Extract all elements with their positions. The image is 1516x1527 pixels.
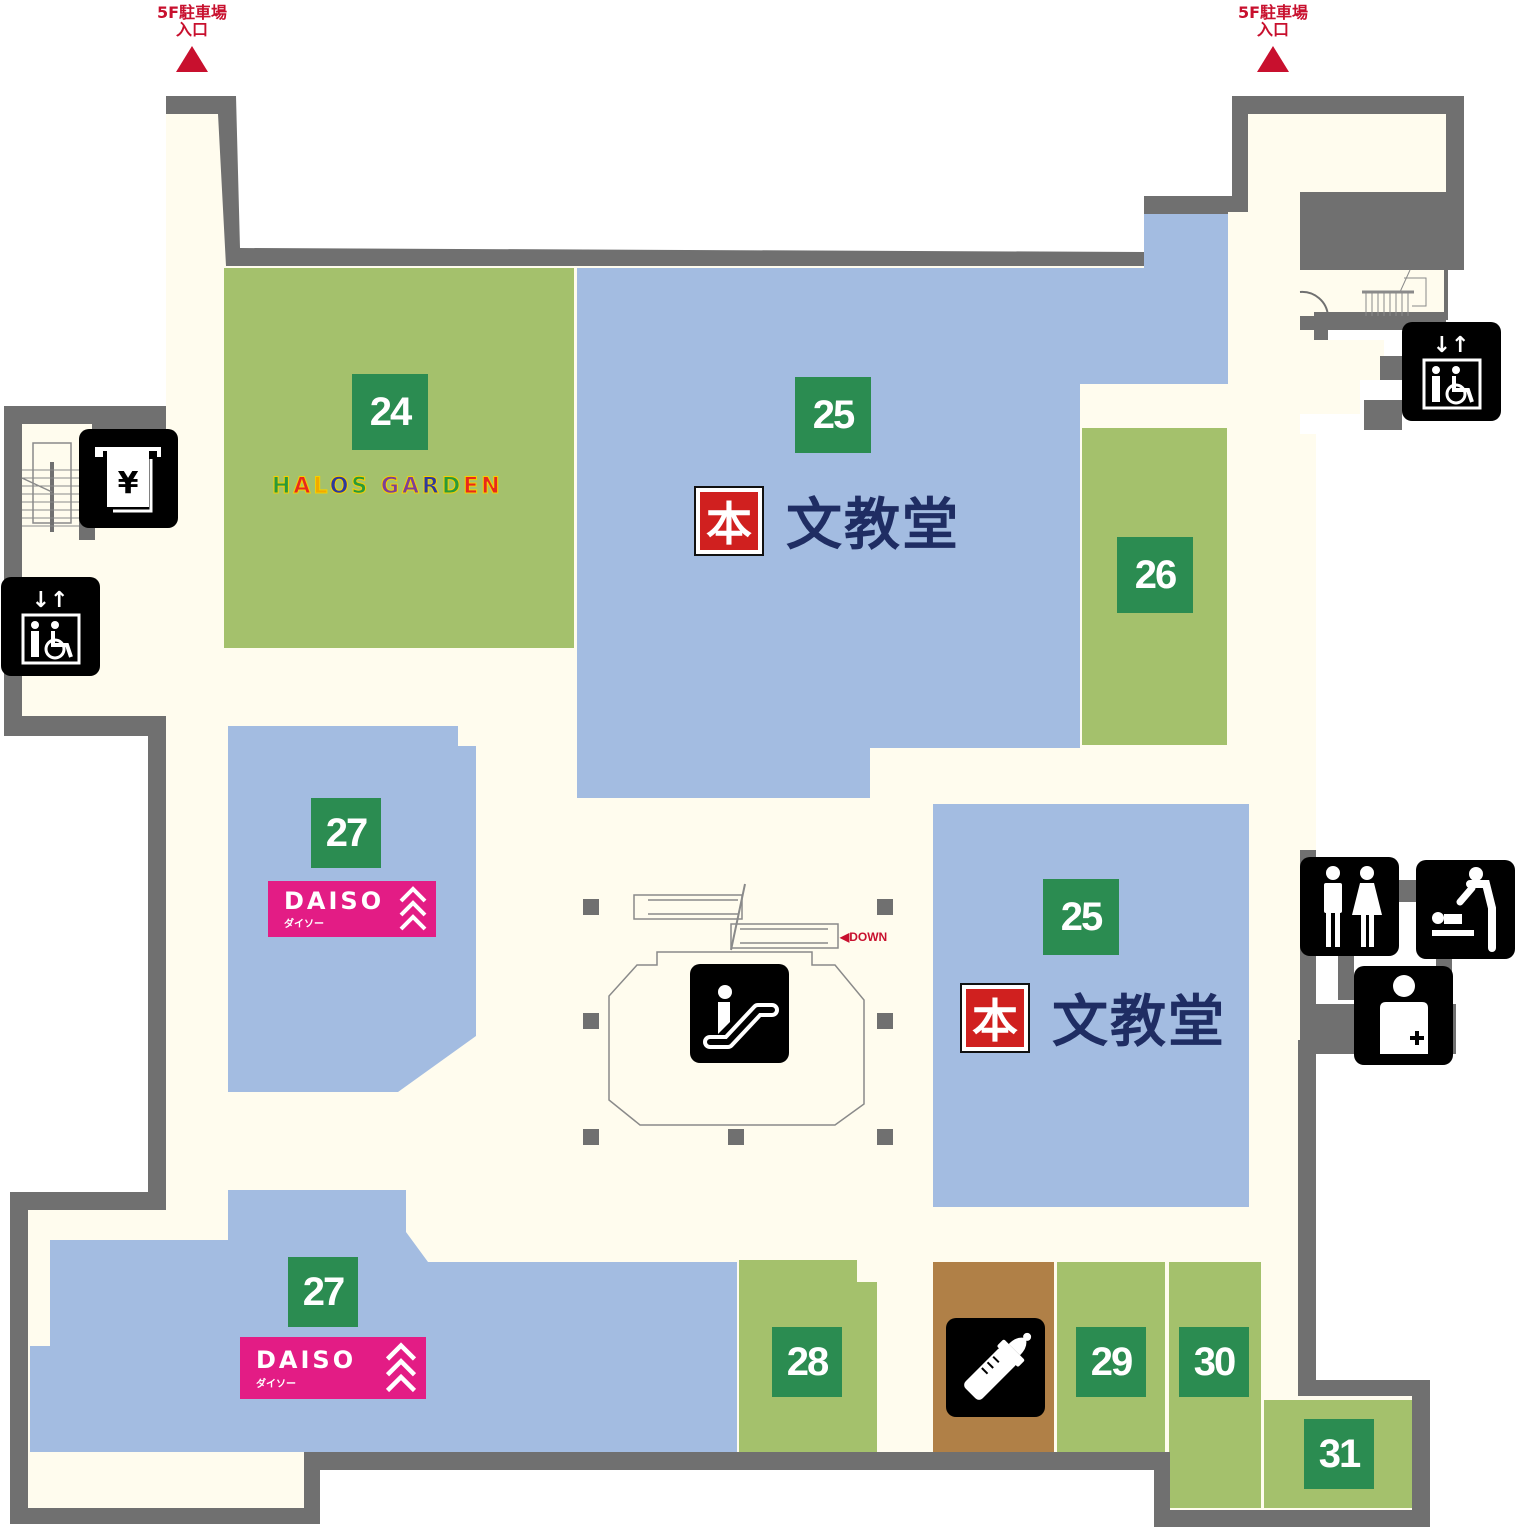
- baby-changing-icon[interactable]: [1416, 860, 1515, 959]
- store-number-29[interactable]: 29: [1076, 1327, 1146, 1397]
- halos-garden-logo[interactable]: HALOS GARDEN: [271, 474, 503, 500]
- bunkyodo-logo-lower[interactable]: 本 文教堂: [960, 977, 1226, 1058]
- stair-core: [1300, 192, 1446, 270]
- store-number-24[interactable]: 24: [352, 374, 428, 450]
- store-number-31[interactable]: 31: [1304, 1419, 1374, 1489]
- store-24-area: [224, 268, 574, 648]
- entrance-label: 入口: [175, 20, 208, 39]
- store-number-25[interactable]: 25: [795, 377, 871, 453]
- entrance-arrow-icon: [1257, 46, 1289, 72]
- elevator-icon-left[interactable]: ↓↑: [1, 577, 100, 676]
- entrance-label: 5F駐車場: [156, 3, 228, 22]
- parking-entrance-right[interactable]: 5F駐車場 入口: [1213, 4, 1333, 72]
- store-number-27-lower[interactable]: 27: [288, 1257, 358, 1327]
- nursing-bottle-icon[interactable]: [946, 1318, 1045, 1417]
- hon-book-icon: 本: [694, 485, 764, 556]
- daiso-kana: ダイソー: [284, 919, 324, 930]
- store-number-26[interactable]: 26: [1117, 537, 1193, 613]
- escalator-void: [608, 883, 865, 1126]
- store-number-28[interactable]: 28: [772, 1327, 842, 1397]
- escalator-direction-label: ◀DOWN: [840, 930, 888, 944]
- svg-text:↓↑: ↓↑: [1433, 333, 1470, 358]
- daiso-chevron-icon: [385, 1342, 417, 1393]
- daiso-chevron-icon: [399, 886, 427, 931]
- store-name: 文教堂: [786, 492, 960, 558]
- first-aid-icon[interactable]: [1354, 966, 1453, 1065]
- atm-yen-icon[interactable]: ¥: [79, 429, 178, 528]
- store-25-area: [577, 214, 1228, 798]
- daiso-kana: ダイソー: [256, 1379, 296, 1390]
- entrance-label: 入口: [1256, 20, 1289, 39]
- left-stair: [21, 442, 80, 532]
- daiso-name: DAISO: [284, 887, 385, 915]
- store-number-30[interactable]: 30: [1179, 1327, 1249, 1397]
- store-name: 文教堂: [1052, 989, 1226, 1055]
- entrance-label: 5F駐車場: [1237, 3, 1309, 22]
- entrance-arrow-icon: [176, 46, 208, 72]
- store-27-lower-area: [30, 1190, 737, 1452]
- daiso-logo[interactable]: DAISO ダイソー: [268, 881, 436, 937]
- escalator-icon[interactable]: [690, 964, 789, 1063]
- hon-book-icon: 本: [960, 982, 1030, 1053]
- right-stair: [1299, 269, 1427, 317]
- daiso-logo-lower[interactable]: DAISO ダイソー: [240, 1337, 426, 1399]
- parking-entrance-left[interactable]: 5F駐車場 入口: [132, 4, 252, 72]
- elevator-icon-right[interactable]: ↓↑: [1402, 322, 1501, 421]
- svg-text:¥: ¥: [118, 466, 139, 501]
- store-number-25-lower[interactable]: 25: [1043, 879, 1119, 955]
- store-number-27[interactable]: 27: [311, 798, 381, 868]
- svg-text:↓↑: ↓↑: [32, 588, 69, 613]
- daiso-name: DAISO: [256, 1346, 357, 1374]
- bunkyodo-logo[interactable]: 本 文教堂: [694, 480, 960, 561]
- columns: [583, 899, 893, 1145]
- restroom-icon[interactable]: [1300, 857, 1399, 956]
